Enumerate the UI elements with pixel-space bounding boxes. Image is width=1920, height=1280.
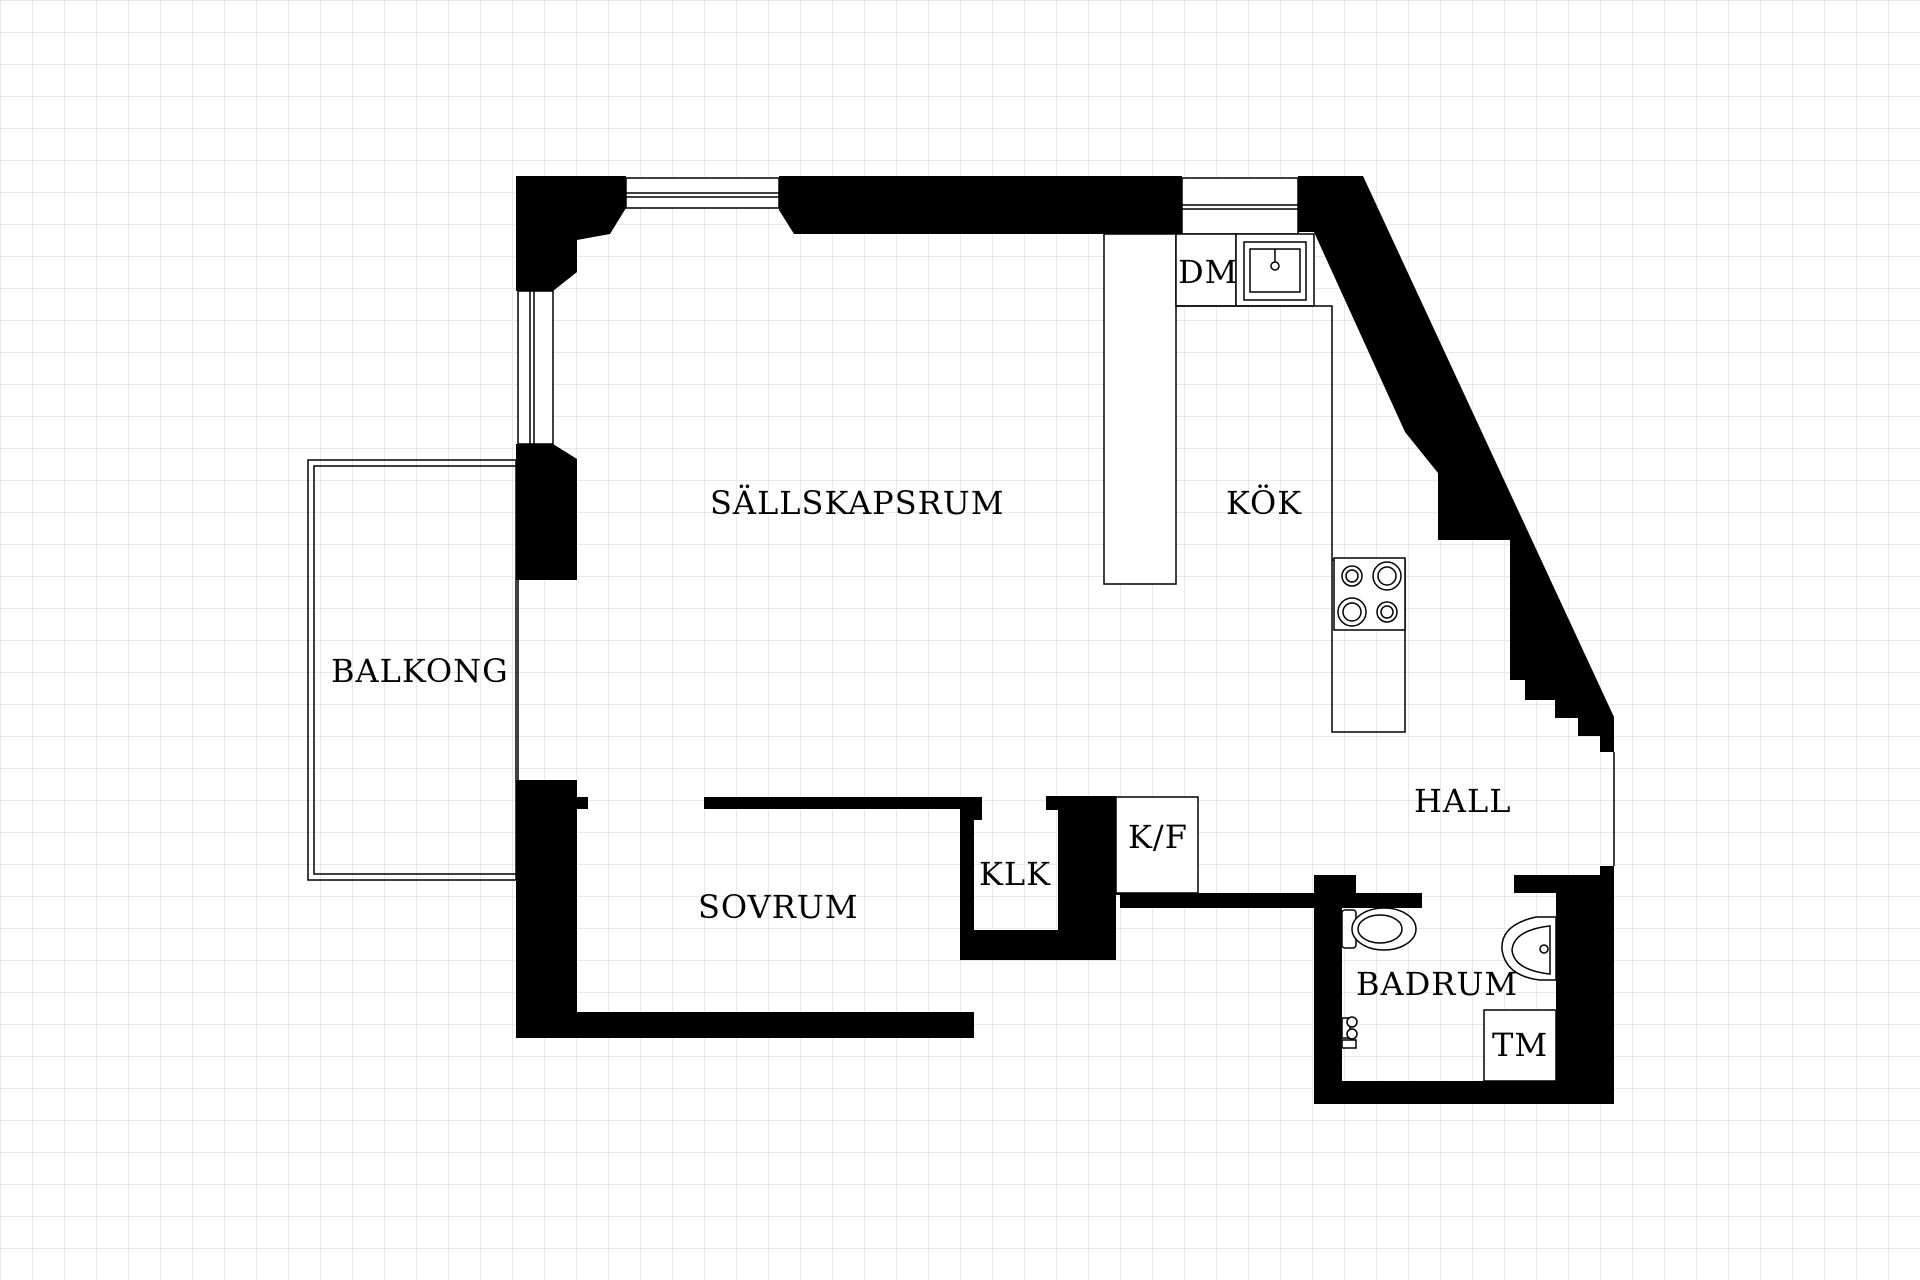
- wall-bathroom-left-top: [1314, 875, 1342, 893]
- balcony-outline: [307, 459, 517, 881]
- label-balkong: BALKONG: [331, 652, 509, 690]
- label-kok: KÖK: [1226, 484, 1302, 522]
- wall-left-mid: [516, 444, 577, 580]
- label-dm: DM: [1178, 253, 1238, 291]
- walls: [516, 176, 1614, 1104]
- kitchen-fixtures: [1103, 233, 1406, 733]
- label-sovrum: SOVRUM: [698, 888, 859, 926]
- wall-bathroom-right: [1314, 866, 1614, 1104]
- window-left: [517, 290, 554, 445]
- wall-klk-bottom: [960, 930, 1116, 960]
- wall-bedroom-outer: [516, 780, 1422, 1038]
- wall-top-center: [779, 176, 1182, 234]
- label-hall: HALL: [1414, 782, 1512, 820]
- label-badrum: BADRUM: [1356, 965, 1518, 1003]
- toilet-icon: [1341, 907, 1417, 951]
- room-labels: SÄLLSKAPSRUM KÖK DM BALKONG HALL K/F KLK…: [331, 253, 1548, 1064]
- label-tm: TM: [1492, 1026, 1548, 1064]
- label-sallskapsrum: SÄLLSKAPSRUM: [710, 484, 1004, 522]
- label-klk: KLK: [979, 855, 1051, 893]
- bathroom-fixtures: [1341, 907, 1557, 1082]
- wall-diagonal-east: [1298, 176, 1614, 752]
- fridge-freezer-box: [1115, 796, 1199, 894]
- washbasin-icon: [1501, 916, 1557, 981]
- shower-icon: [1341, 1016, 1358, 1049]
- wall-bedroom-right: [960, 809, 974, 939]
- balcony: [307, 459, 517, 881]
- kitchen-island: [1103, 233, 1177, 585]
- label-kf: K/F: [1128, 818, 1188, 856]
- wall-top-left-corner: [516, 176, 626, 291]
- washing-machine-box: [1483, 1009, 1557, 1082]
- window-top-kitchen: [1181, 177, 1299, 235]
